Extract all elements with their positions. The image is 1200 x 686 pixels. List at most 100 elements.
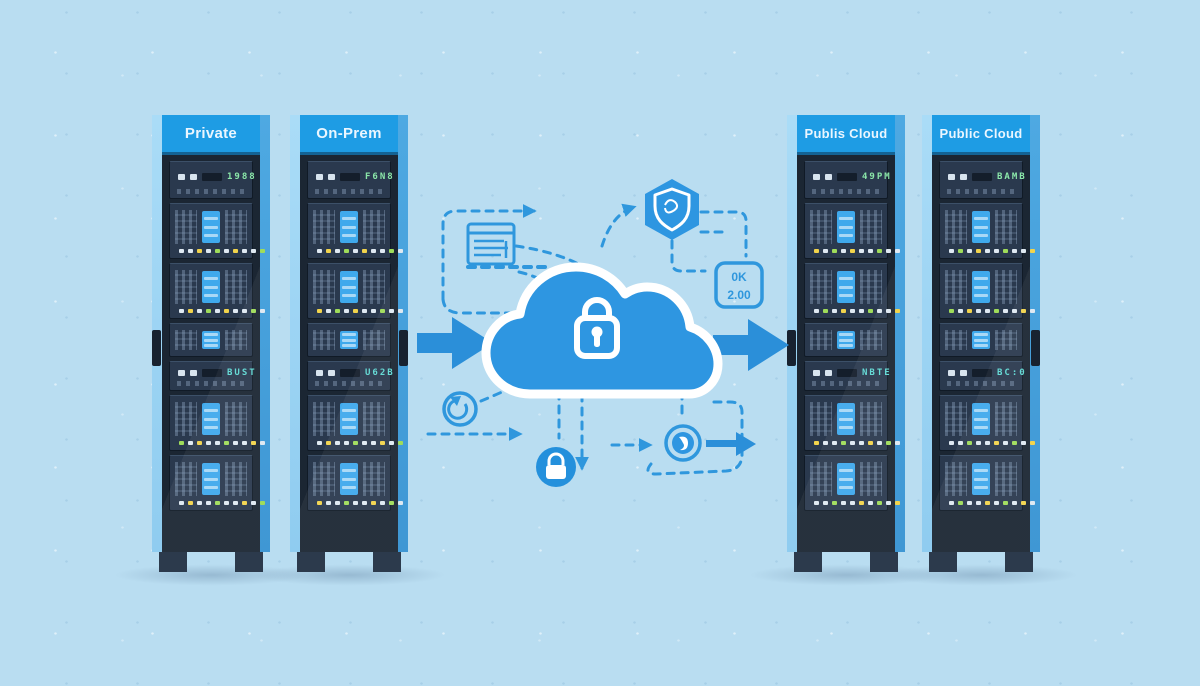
indicator-dot (190, 173, 197, 180)
panel-noise (995, 402, 1017, 436)
panel-noise (363, 402, 385, 436)
indicator-dot (190, 369, 197, 376)
panel-noise (810, 330, 832, 350)
panel-noise (363, 330, 385, 350)
vent-slot (972, 368, 992, 377)
drive-bay (972, 211, 990, 243)
drive-bay (202, 211, 220, 243)
drive-bay (202, 463, 220, 495)
status-lights (312, 246, 403, 258)
server-unit (169, 323, 253, 357)
panel-noise (860, 330, 882, 350)
vent-slot (837, 172, 857, 181)
panel-noise (313, 270, 335, 304)
drive-bay (202, 271, 220, 303)
server-rack: Publis Cloud 49PM NBTE (746, 115, 946, 586)
rack-shadow (881, 564, 1081, 586)
panel-noise (945, 210, 967, 244)
drive-bay (340, 271, 358, 303)
rack-door-handle (1031, 330, 1040, 366)
rack-foot (373, 552, 401, 572)
rack-cabinet: Publis Cloud 49PM NBTE (797, 115, 900, 552)
rack-shadow (249, 564, 449, 586)
rack-foot (159, 552, 187, 572)
panel-noise (810, 210, 832, 244)
rack-frame-left (922, 115, 932, 552)
indicator-dot (825, 173, 832, 180)
status-lights (944, 438, 1035, 450)
vent-slot (972, 172, 992, 181)
lcd-readout: BC:0 (997, 367, 1027, 378)
panel-noise (225, 462, 247, 496)
panel-noise (225, 402, 247, 436)
server-rack: Public Cloud BAMB BC:0 (881, 115, 1081, 586)
rack-label: Private (184, 125, 238, 142)
panel-noise (860, 462, 882, 496)
server-unit (307, 203, 403, 259)
panel-noise (860, 270, 882, 304)
panel-noise (177, 189, 245, 194)
drive-bay (340, 331, 358, 349)
rack-foot (235, 552, 263, 572)
indicator-dot (813, 369, 820, 376)
vent-slot (340, 368, 360, 377)
panel-noise (995, 330, 1017, 350)
panel-noise (177, 381, 245, 386)
panel-noise (860, 402, 882, 436)
server-unit (939, 203, 1035, 259)
rack-door-handle (787, 330, 796, 366)
rack-header: Private (162, 115, 260, 155)
drive-bay (837, 211, 855, 243)
status-lights (174, 246, 265, 258)
panel-noise (313, 462, 335, 496)
server-unit: F6N8 (307, 161, 393, 199)
rack-label: Public Cloud (939, 126, 1023, 141)
panel-noise (947, 381, 1015, 386)
rack-header: On-Prem (300, 115, 398, 155)
status-lights (174, 498, 265, 510)
server-unit (804, 323, 888, 357)
panel-noise (945, 270, 967, 304)
lcd-readout: U62B (365, 367, 395, 378)
panel-noise (225, 330, 247, 350)
status-lights (174, 438, 265, 450)
server-unit: NBTE (804, 361, 890, 391)
panel-noise (175, 462, 197, 496)
panel-noise (947, 189, 1015, 194)
rack-foot (297, 552, 325, 572)
indicator-dot (178, 369, 185, 376)
panel-noise (995, 210, 1017, 244)
server-unit (939, 263, 1035, 319)
server-unit (169, 395, 265, 451)
rack-cabinet: Public Cloud BAMB BC:0 (932, 115, 1035, 552)
indicator-dot (825, 369, 832, 376)
server-unit: 49PM (804, 161, 890, 199)
indicator-dot (960, 173, 967, 180)
status-lights (809, 498, 900, 510)
vent-slot (202, 368, 222, 377)
indicator-dot (948, 369, 955, 376)
server-unit: BAMB (939, 161, 1025, 199)
drive-bay (972, 403, 990, 435)
drive-bay (340, 403, 358, 435)
panel-noise (363, 270, 385, 304)
server-unit (804, 263, 900, 319)
vent-slot (202, 172, 222, 181)
drive-bay (837, 271, 855, 303)
status-lights (809, 306, 900, 318)
rack-label: Publis Cloud (804, 126, 888, 141)
indicator-dot (328, 369, 335, 376)
panel-noise (945, 462, 967, 496)
status-lights (944, 498, 1035, 510)
status-lights (312, 438, 403, 450)
rack-foot (870, 552, 898, 572)
rack-frame-right (260, 115, 270, 552)
drive-bay (202, 403, 220, 435)
drive-bay (837, 403, 855, 435)
indicator-dot (813, 173, 820, 180)
server-unit (804, 203, 900, 259)
server-unit (804, 455, 900, 511)
drive-bay (340, 211, 358, 243)
